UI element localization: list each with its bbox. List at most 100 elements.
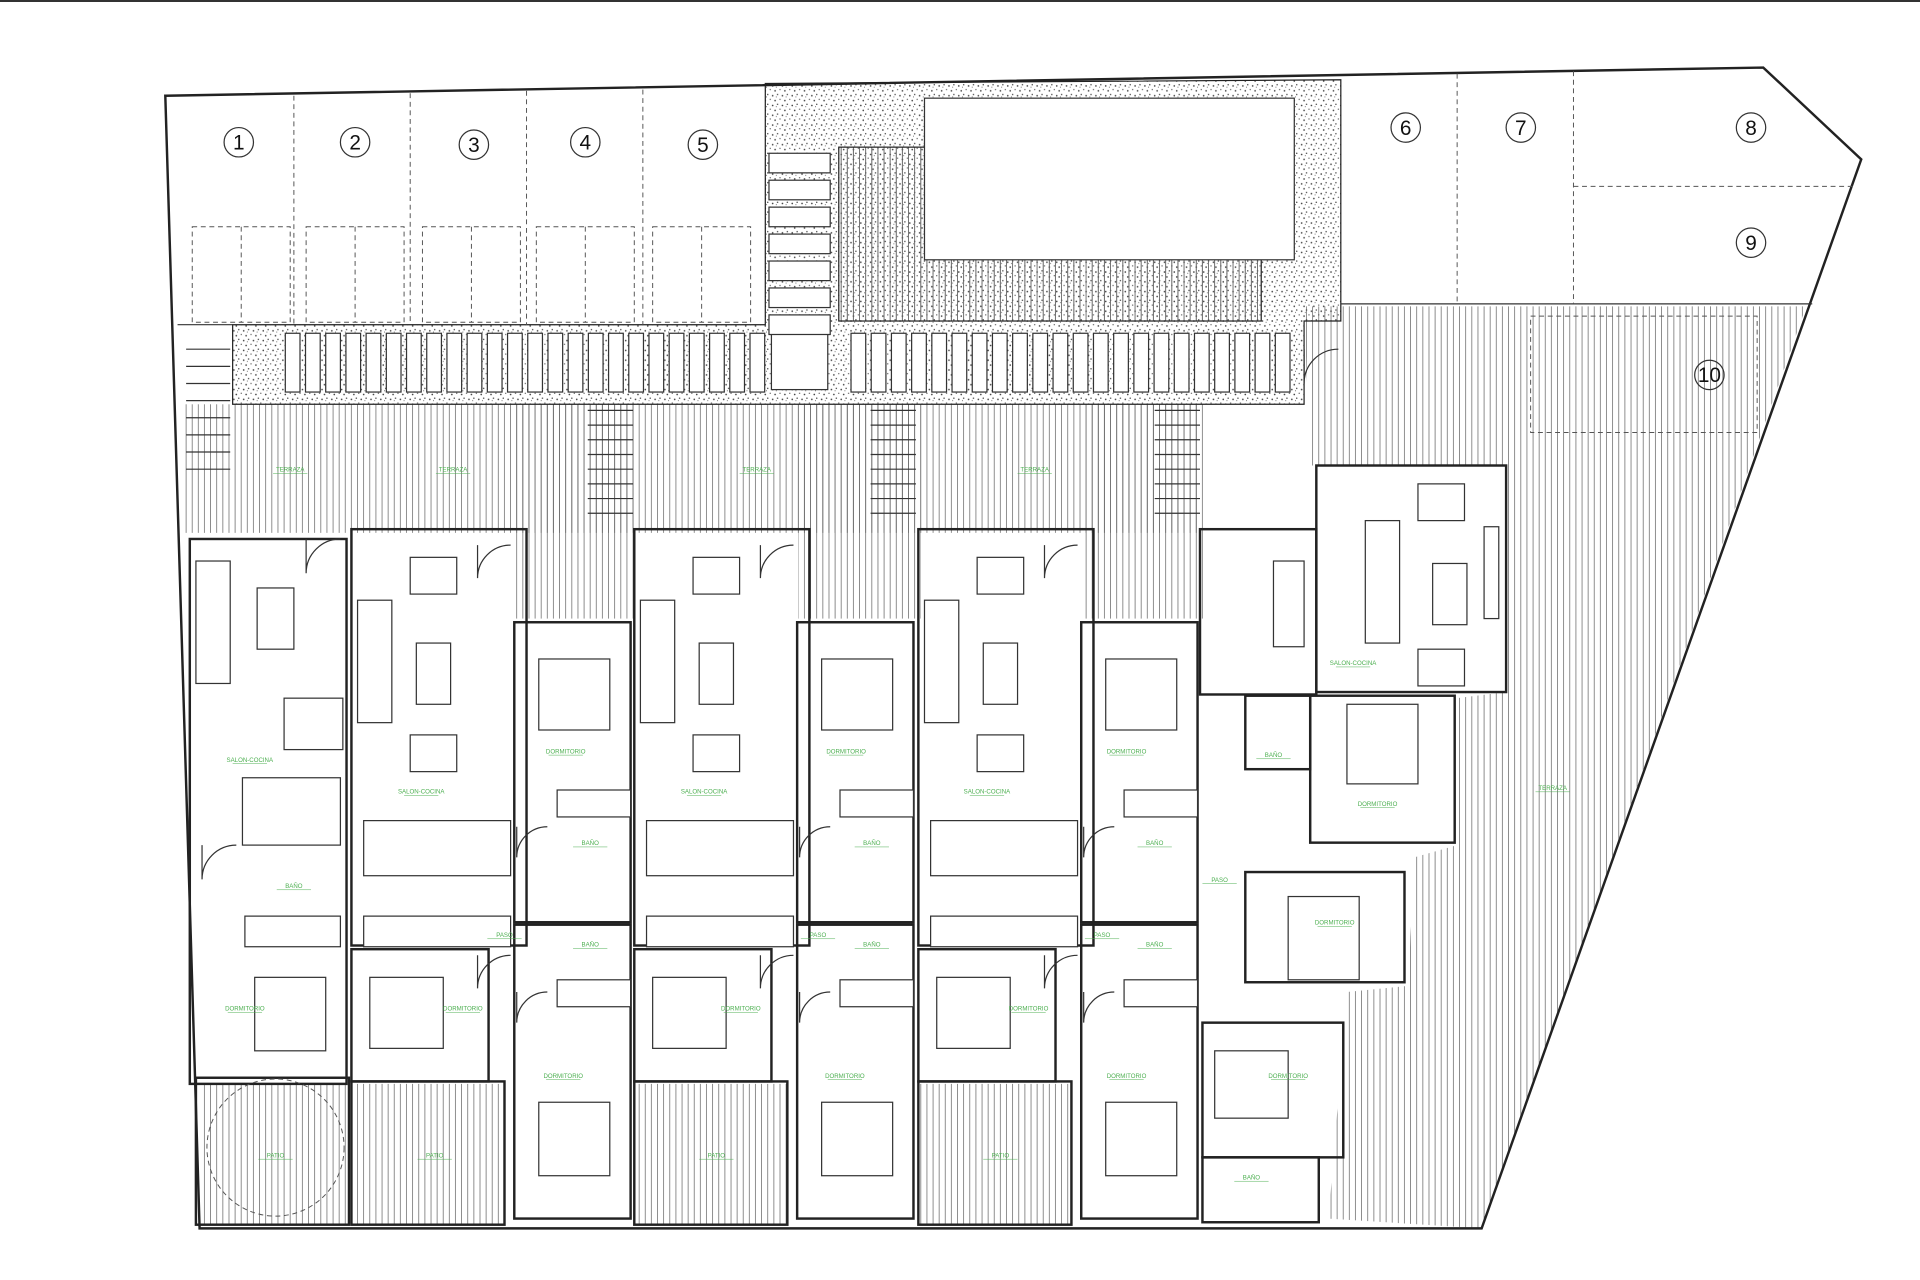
paving-slab xyxy=(931,332,948,393)
paving-slab xyxy=(870,332,887,393)
room-label-patio: PATIO xyxy=(426,1152,444,1159)
paving-slab xyxy=(1254,332,1271,393)
armchair xyxy=(692,556,741,595)
paving-slab xyxy=(991,332,1008,393)
parking-number-circle xyxy=(1505,112,1537,143)
paving-slab xyxy=(426,332,443,393)
tv-unit xyxy=(1483,526,1500,620)
housing-units xyxy=(186,348,1508,1226)
room-label-dormitorio: DORMITORIO xyxy=(1268,1073,1308,1080)
unit-bedroom-b-3 xyxy=(795,923,915,1220)
paving-slab xyxy=(527,332,544,393)
room-label-terraza: TERRAZA xyxy=(439,467,468,474)
paving-slab xyxy=(951,332,968,393)
paving-slab xyxy=(1234,332,1251,393)
unit-bedroom-a-2 xyxy=(513,621,632,924)
armchair xyxy=(1417,483,1466,522)
paving-slab xyxy=(768,287,831,309)
paving-slab xyxy=(587,332,604,393)
unit-1-patio xyxy=(194,1076,351,1226)
parking-number-circle xyxy=(458,129,490,160)
paving-slab xyxy=(325,332,342,393)
unit-1-living xyxy=(188,537,348,1086)
bed xyxy=(1287,895,1360,981)
coffee-table xyxy=(415,642,452,705)
swimming-pool xyxy=(923,97,1295,261)
plot-boundary xyxy=(164,66,1863,1230)
paving-slab xyxy=(708,332,725,393)
room-label-dormitorio: DORMITORIO xyxy=(721,1005,761,1012)
top-border xyxy=(0,0,1920,2)
paving-slab xyxy=(1133,332,1150,393)
paving-slab xyxy=(1032,332,1049,393)
tree-canopy xyxy=(206,1078,345,1217)
armchair xyxy=(1417,648,1466,687)
paving-slab xyxy=(486,332,503,393)
paving-slab xyxy=(768,179,831,201)
room-label-patio: PATIO xyxy=(708,1152,726,1159)
door-swing xyxy=(516,991,548,1023)
paving-slab xyxy=(770,332,829,391)
paving-slab xyxy=(768,233,831,255)
unit-bedroom-b-2 xyxy=(513,923,632,1220)
bed xyxy=(369,976,444,1049)
paving-slab xyxy=(567,332,584,393)
car-outlines xyxy=(191,226,752,323)
door-swing xyxy=(1303,348,1339,384)
sofa xyxy=(923,599,960,724)
door-swing xyxy=(1083,826,1115,858)
bed xyxy=(652,976,727,1049)
sofa xyxy=(1364,519,1401,644)
bathroom-fixture xyxy=(556,979,632,1008)
bed xyxy=(1105,658,1178,731)
parking-number-6: 6 xyxy=(1400,117,1412,140)
armchair xyxy=(409,734,458,773)
unit-5-living xyxy=(1315,464,1508,694)
bed xyxy=(821,658,894,731)
kitchen-island xyxy=(645,820,795,877)
door-swing xyxy=(798,991,831,1023)
sofa xyxy=(639,599,676,724)
bathroom-fixture xyxy=(1123,979,1199,1008)
paving-slab xyxy=(911,332,927,393)
paving-slab xyxy=(768,314,831,336)
dining-table xyxy=(283,697,344,751)
kitchen-counter xyxy=(363,915,512,948)
parking-number-3: 3 xyxy=(468,134,480,157)
room-label-bano: BAÑO xyxy=(863,942,881,949)
paving-slab xyxy=(1113,332,1129,393)
paving-slab xyxy=(304,332,321,393)
door-swing xyxy=(516,826,548,858)
armchair xyxy=(976,734,1025,773)
door-swing xyxy=(201,844,237,880)
parking-number-4: 4 xyxy=(580,132,592,155)
paving-slab xyxy=(1012,332,1028,393)
parking-number-circle xyxy=(570,126,601,158)
paving-slab xyxy=(1153,332,1170,393)
parking-number-10: 10 xyxy=(1698,364,1721,387)
unit-bedroom-a-3 xyxy=(795,621,915,924)
bed xyxy=(254,976,327,1052)
paving-slab xyxy=(648,332,665,393)
room-label-bano: BAÑO xyxy=(1146,840,1164,847)
door-swing xyxy=(476,954,511,989)
room-label-paso: PASO xyxy=(1094,932,1111,939)
bed xyxy=(936,976,1011,1049)
parking-number-circle xyxy=(339,126,371,158)
parking-number-5: 5 xyxy=(697,134,709,157)
bathroom-fixture xyxy=(1123,789,1199,818)
parking-number-2: 2 xyxy=(349,132,361,155)
armchair xyxy=(409,556,458,595)
kitchen-island xyxy=(930,820,1079,877)
bed xyxy=(538,658,611,731)
room-label-salon_cocina: SALON-COCINA xyxy=(964,789,1011,796)
room-label-patio: PATIO xyxy=(267,1152,285,1159)
parking-number-circle xyxy=(1735,227,1767,258)
door-swing xyxy=(1043,544,1078,579)
coffee-table xyxy=(1432,562,1468,626)
paving-slab xyxy=(284,332,301,393)
room-label-paso: PASO xyxy=(496,932,513,939)
paving-slab xyxy=(506,332,523,393)
